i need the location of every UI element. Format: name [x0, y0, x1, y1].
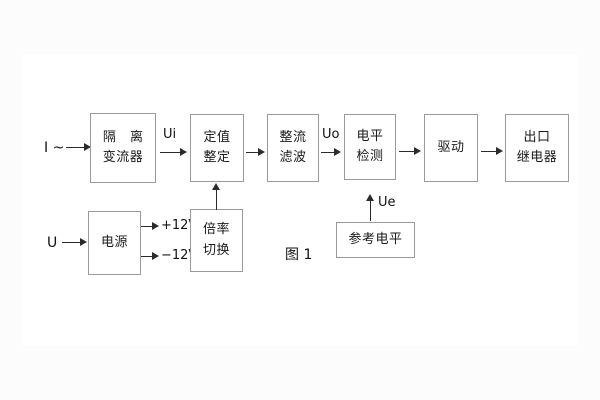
connector-reference-to-level-line: [370, 200, 371, 221]
connector-driver-to-relay-line: [481, 151, 498, 152]
block-rectify-filter-line2: 滤波: [279, 150, 307, 165]
arrow-into-power-supply-icon: [80, 238, 87, 246]
connector-multiplier-to-setting-line: [216, 190, 217, 210]
block-output-relay-line2: 继电器: [516, 150, 558, 165]
block-reference-level[interactable]: 参考电平: [336, 222, 415, 258]
input-current-label: I ~: [44, 140, 65, 156]
block-setting-value[interactable]: 定值 整定: [190, 114, 244, 182]
block-multiplier-switch-line2: 切换: [202, 242, 230, 258]
signal-label-plus12v: +12V: [161, 218, 198, 233]
block-level-detect[interactable]: 电平 检测: [344, 114, 396, 180]
input-voltage-label: U: [47, 235, 58, 251]
arrow-plus12v-icon: [152, 222, 159, 230]
connector-setting-to-rectify-line: [246, 152, 260, 153]
connector-minus12v-line: [141, 256, 155, 257]
arrow-into-rectify-filter-icon: [258, 148, 265, 156]
arrow-into-setting-value-icon: [180, 148, 187, 156]
block-multiplier-switch-line1: 倍率: [202, 222, 230, 238]
block-level-detect-line2: 检测: [356, 149, 384, 164]
block-setting-value-line2: 整定: [203, 150, 231, 165]
signal-label-uo: Uo: [322, 127, 340, 142]
block-power-supply[interactable]: 电源: [88, 211, 141, 275]
arrow-into-isolating-transformer-icon: [84, 143, 91, 151]
connector-uo-line: [321, 152, 336, 153]
arrow-into-output-relay-icon: [496, 147, 503, 155]
block-isolating-transformer-line1: 隔 离: [102, 129, 149, 145]
connector-ui-line: [160, 152, 182, 153]
diagram-panel: [22, 55, 578, 345]
arrow-minus12v-icon: [152, 252, 159, 260]
block-isolating-transformer-line2: 变流器: [102, 150, 144, 165]
connector-plus12v-line: [141, 226, 155, 227]
block-level-detect-line1: 电平: [356, 128, 384, 144]
block-driver-line1: 驱动: [437, 139, 465, 155]
block-rectify-filter[interactable]: 整流 滤波: [267, 114, 319, 182]
signal-label-ue: Ue: [378, 195, 396, 210]
arrow-into-level-detect-icon: [334, 148, 341, 156]
connector-level-to-driver-line: [399, 151, 415, 152]
block-output-relay-line1: 出口: [523, 129, 551, 145]
arrow-into-setting-value-up-icon: [212, 183, 220, 190]
block-multiplier-switch[interactable]: 倍率 切换: [190, 209, 243, 272]
block-driver[interactable]: 驱动: [424, 114, 478, 182]
signal-label-ui: Ui: [163, 127, 177, 142]
figure-caption: 图 1: [285, 247, 313, 263]
block-reference-level-line1: 参考电平: [348, 231, 403, 247]
signal-label-minus12v: −12V: [161, 248, 198, 263]
arrow-into-driver-icon: [414, 147, 421, 155]
connector-input-voltage-line: [62, 242, 82, 243]
block-rectify-filter-line1: 整流: [279, 129, 307, 145]
connector-input-current-line: [66, 147, 86, 148]
block-power-supply-line1: 电源: [100, 234, 128, 250]
arrow-into-level-detect-up-icon: [366, 194, 374, 201]
block-output-relay[interactable]: 出口 继电器: [505, 114, 569, 182]
block-setting-value-line1: 定值: [203, 129, 231, 145]
block-isolating-transformer[interactable]: 隔 离 变流器: [90, 113, 156, 183]
